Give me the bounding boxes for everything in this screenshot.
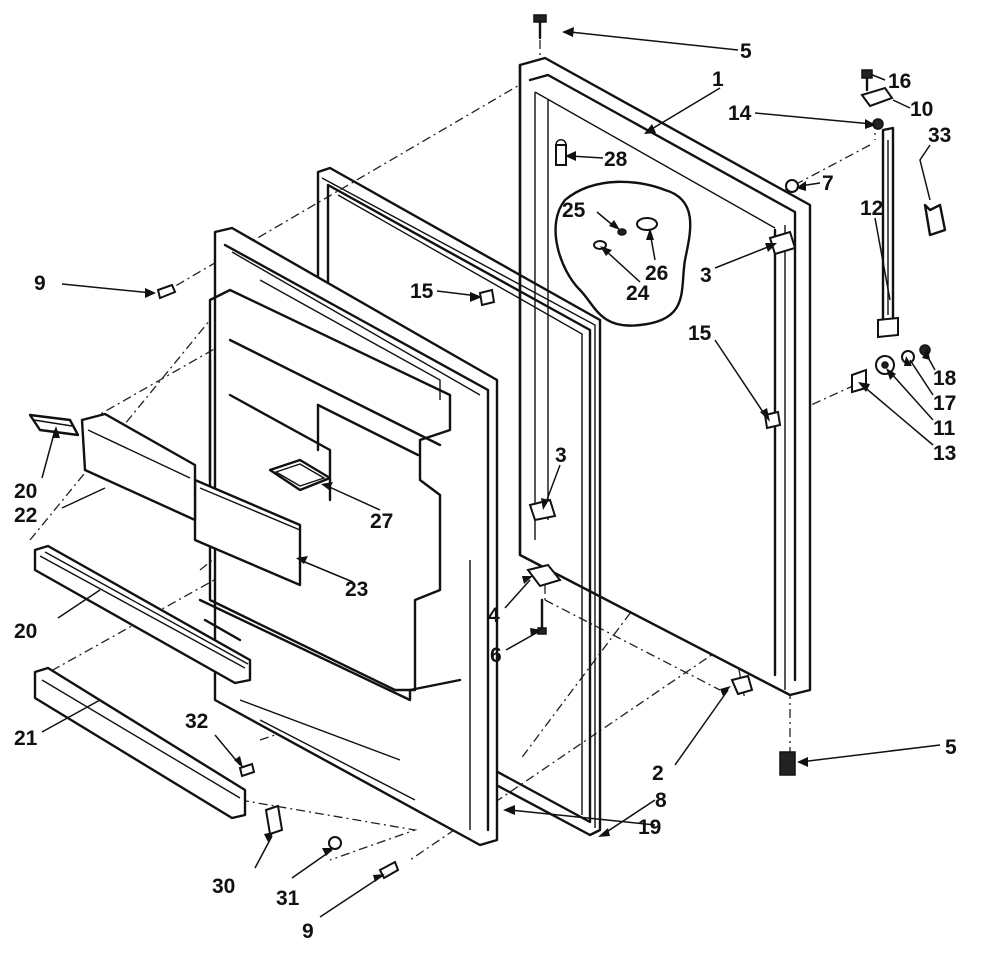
hinge-bar-12: [877, 126, 899, 339]
screw-5-bottom-icon: [779, 751, 796, 776]
callout-30: 30: [212, 875, 235, 898]
callout-10: 10: [910, 98, 933, 121]
pin-14-icon: [872, 118, 884, 130]
clip-30-icon: [264, 804, 284, 836]
callout-5-bottom: 5: [945, 736, 957, 759]
trim-20-long: [33, 544, 252, 685]
door-liner: [193, 226, 499, 847]
callout-12: 12: [860, 197, 883, 220]
plate-10-icon: [860, 86, 894, 108]
callout-19: 19: [638, 816, 661, 839]
stop-2-icon: [730, 674, 754, 696]
screw-9-top-icon: [156, 283, 177, 300]
screw-16-icon: [861, 69, 873, 79]
callout-23: 23: [345, 578, 368, 601]
washer-31-icon: [328, 836, 342, 850]
trim-20-upper: [28, 413, 80, 437]
spring-33-icon: [923, 203, 947, 237]
callout-9-bottom: 9: [302, 920, 314, 943]
callout-6: 6: [490, 644, 502, 667]
callout-20-lower: 20: [14, 620, 37, 643]
arrowheads: [52, 27, 930, 882]
callout-15-right: 15: [688, 322, 712, 345]
callout-32: 32: [185, 710, 208, 733]
callout-11: 11: [933, 417, 956, 440]
bracket-4-icon: [526, 563, 562, 588]
callout-31: 31: [276, 887, 300, 910]
callout-22: 22: [14, 504, 37, 527]
callout-16: 16: [888, 70, 911, 93]
callout-labels: 5 1 14 16 10 33 7 12 28 25 26 24 3 15 15…: [14, 40, 957, 943]
callout-28: 28: [604, 148, 628, 171]
screw-25-icon: [617, 228, 627, 236]
outer-door-panel: [518, 56, 812, 697]
callout-26: 26: [645, 262, 668, 285]
cutaway-detail: [554, 180, 692, 327]
callout-21: 21: [14, 727, 38, 750]
clip-15-right-icon: [763, 410, 782, 430]
dispenser-cover-27: [268, 458, 332, 492]
clip-15-left-icon: [478, 288, 496, 307]
callout-15-left: 15: [410, 280, 434, 303]
callout-33: 33: [928, 124, 951, 147]
plug-28-icon: [555, 144, 567, 166]
callout-4: 4: [488, 604, 500, 627]
hardware: [156, 14, 947, 880]
callout-27: 27: [370, 510, 393, 533]
callout-24: 24: [626, 282, 650, 305]
screw-32-icon: [238, 762, 256, 778]
callout-3-right: 3: [700, 264, 712, 287]
callout-13: 13: [933, 442, 956, 465]
callout-20-upper: 20: [14, 480, 37, 503]
trim-21: [33, 666, 247, 820]
leader-lines: [41, 31, 941, 918]
callout-1: 1: [712, 68, 724, 91]
callout-17: 17: [933, 392, 956, 415]
bracket-26-icon: [636, 217, 658, 231]
callout-8: 8: [655, 789, 667, 812]
hinge-3-right-icon: [768, 230, 797, 256]
callout-25: 25: [562, 199, 586, 222]
callout-2: 2: [652, 762, 664, 785]
callout-14: 14: [728, 102, 752, 125]
callout-3-left: 3: [555, 444, 567, 467]
shelf-front-22: [80, 412, 197, 522]
bushing-7-icon: [785, 179, 799, 193]
callout-18: 18: [933, 367, 957, 390]
callout-7: 7: [822, 172, 834, 195]
callout-5-top: 5: [740, 40, 752, 63]
callout-9-top: 9: [34, 272, 46, 295]
screw-5-top-icon: [533, 14, 547, 23]
